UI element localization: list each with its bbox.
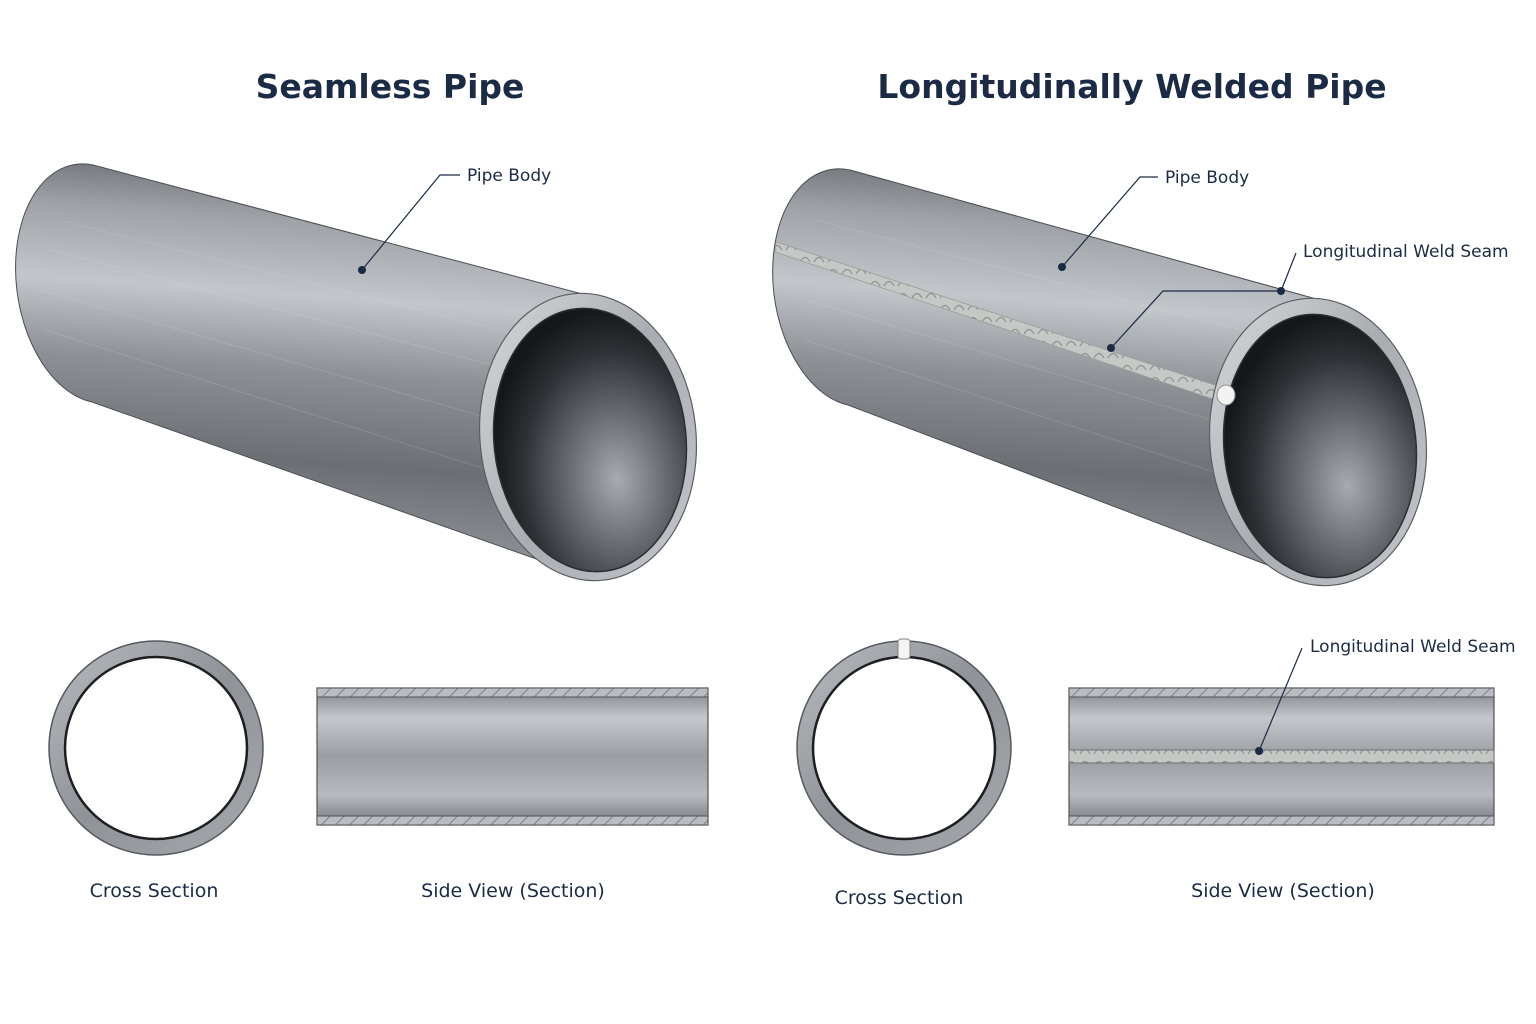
seamless-side-view-label: Side View (Section) [421, 880, 605, 902]
seamless-title: Seamless Pipe [256, 67, 525, 106]
seamless-pipe-bore [492, 307, 688, 573]
seamless-brush-lines [39, 219, 561, 481]
welded-side-view-label: Side View (Section) [1191, 880, 1375, 902]
seamless-side-view [316, 687, 709, 826]
seamless-pipe-body [15, 163, 591, 579]
welded-pipe-body [772, 168, 1321, 586]
welded-pipe-3d [772, 168, 1428, 587]
welded-cross-section-seam [897, 638, 911, 660]
seamless-cross-section-label: Cross Section [90, 880, 219, 902]
welded-brush-lines [804, 219, 1301, 491]
seamless-cross-section [48, 640, 264, 856]
seamless-body-leader [361, 174, 460, 271]
welded-pipe-body-label: Pipe Body [1165, 168, 1249, 188]
welded-weld-seam-label: Longitudinal Weld Seam [1303, 242, 1509, 262]
welded-side-weld-seam-label: Longitudinal Weld Seam [1310, 637, 1516, 657]
welded-body-leader [1061, 176, 1158, 268]
seamless-pipe-body-label: Pipe Body [467, 166, 551, 186]
welded-cross-section-label: Cross Section [835, 887, 964, 909]
welded-side-view-seam [1068, 749, 1495, 764]
seamless-pipe-3d [15, 163, 698, 582]
welded-pipe-bore [1222, 313, 1418, 579]
welded-title: Longitudinally Welded Pipe [877, 67, 1386, 106]
welded-cross-section [796, 638, 1012, 856]
welded-side-seam-leader [1258, 647, 1303, 752]
welded-rim-weld-bead [1216, 384, 1236, 406]
welded-seam-leader [1110, 252, 1297, 349]
welded-side-view [1068, 687, 1495, 826]
